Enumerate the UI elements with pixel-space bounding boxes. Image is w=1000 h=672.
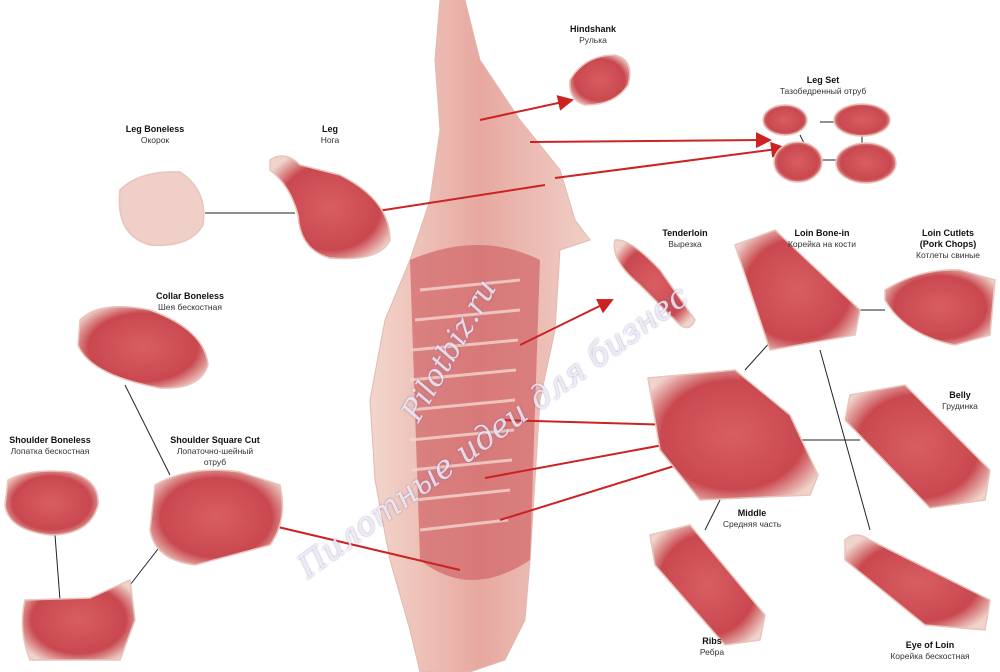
belly-image <box>844 384 991 509</box>
loin-bone-in-image <box>734 229 861 351</box>
middle-image <box>647 369 819 501</box>
shoulder-bone-in-image <box>21 578 136 661</box>
label-loin-cutlets: Loin Cutlets(Pork Chops)Котлеты свиные <box>915 228 981 260</box>
leg-set-image-3 <box>773 141 823 183</box>
loin-cutlets-image <box>884 269 996 346</box>
collar-boneless-image <box>77 305 209 389</box>
leg-boneless-image <box>118 171 205 247</box>
shoulder-square-cut-image <box>149 469 284 566</box>
red-arrows <box>238 95 787 571</box>
leg-set-image-2 <box>833 103 891 137</box>
leg-set-image-4 <box>835 142 897 184</box>
shoulder-boneless-image <box>4 470 99 536</box>
tenderloin-image <box>613 239 696 329</box>
ribs-image <box>649 524 766 646</box>
eye-of-loin-image <box>844 534 991 631</box>
leg-set-image-1 <box>762 104 808 136</box>
hindshank-image <box>569 54 631 106</box>
leg-image <box>269 155 391 260</box>
